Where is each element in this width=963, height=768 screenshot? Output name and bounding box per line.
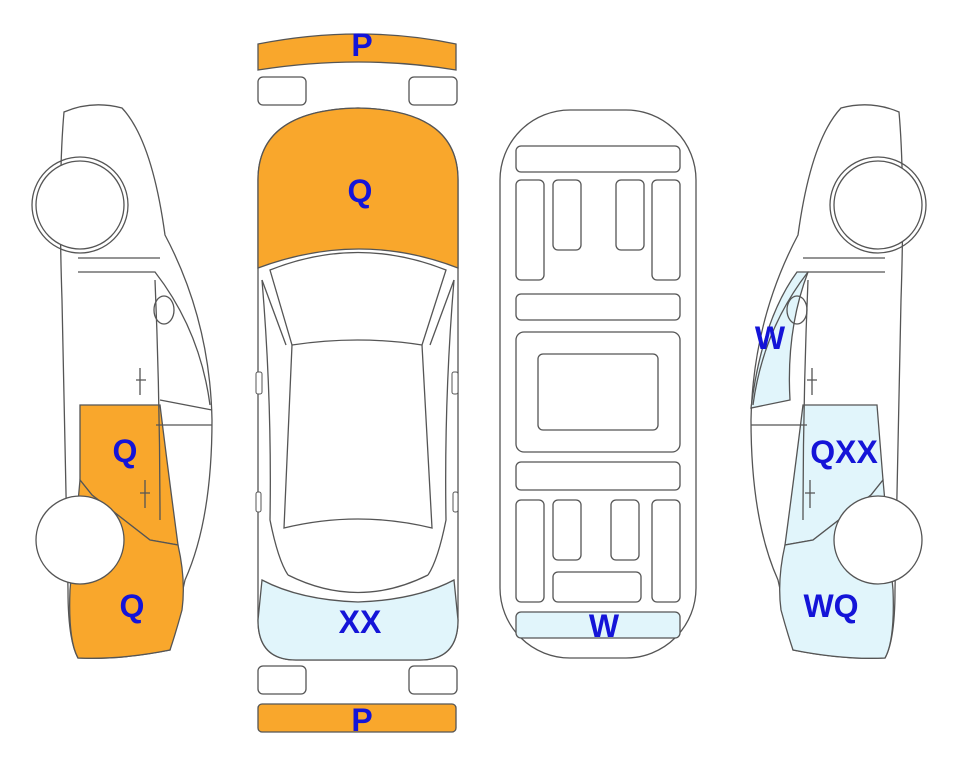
underbody-outline (499, 109, 697, 659)
a-pillar-left (261, 279, 287, 346)
underbody-mid-crossmember (515, 293, 681, 321)
left-rear-wheel-arch (31, 156, 129, 254)
left-side-view: Q Q (31, 104, 213, 659)
underbody-rear-crossmember (515, 461, 681, 491)
underbody-center-panel (537, 353, 659, 431)
underbody-front-crossmember (515, 145, 681, 173)
underbody-front-left-inner (552, 179, 582, 251)
left-mirror-top (255, 371, 263, 395)
right-taillight (408, 665, 458, 695)
front-bumper-code: P (351, 27, 372, 63)
underbody-rear-left-rail (515, 499, 545, 603)
rear-window-panel[interactable] (257, 578, 459, 661)
right-rear-wheel (833, 160, 923, 250)
underbody-center-tunnel-frame (515, 331, 681, 453)
right-front-fender-code: WQ (803, 588, 858, 624)
right-rear-door-handle (807, 368, 817, 395)
left-front-door-handle (140, 480, 150, 508)
hood-code: Q (348, 173, 373, 209)
right-headlight (408, 76, 458, 106)
right-mirror-top (451, 371, 459, 395)
underbody-front-left-rail (515, 179, 545, 281)
hood-panel[interactable] (257, 107, 459, 269)
underbody-view: W (499, 109, 697, 659)
right-front-door-code: QXX (810, 434, 878, 470)
right-rear-wheel-arch (829, 156, 927, 254)
front-bumper-panel[interactable] (257, 33, 457, 71)
left-front-wheel (35, 495, 125, 585)
underbody-rear-left-inner (552, 499, 582, 561)
floor-rear-panel-code: W (589, 608, 620, 644)
rear-deck-line (287, 574, 429, 594)
right-handle-top (452, 491, 459, 513)
right-windshield-pillar-code: W (755, 320, 786, 356)
windshield (269, 251, 447, 346)
left-front-fender-code: Q (120, 588, 145, 624)
right-side-window-line (752, 271, 885, 406)
right-side-view: W QXX WQ (750, 104, 927, 659)
right-front-wheel (833, 495, 923, 585)
rear-window-code: XX (339, 604, 382, 640)
roof-outline (283, 344, 433, 529)
left-handle-top (255, 491, 262, 513)
left-headlight (257, 76, 307, 106)
left-mirror (153, 295, 175, 325)
floor-rear-panel[interactable] (515, 611, 681, 639)
left-side-belt-line (159, 399, 213, 411)
rear-bumper-code: P (351, 702, 372, 738)
underbody-rear-right-inner (610, 499, 640, 561)
left-side-glass (261, 279, 289, 576)
left-front-door-code: Q (113, 433, 138, 469)
left-taillight (257, 665, 307, 695)
rear-bumper-panel[interactable] (257, 703, 457, 733)
right-side-glass (427, 279, 455, 576)
underbody-front-right-inner (615, 179, 645, 251)
right-mirror (786, 295, 808, 325)
underbody-front-right-rail (651, 179, 681, 281)
underbody-spare-well (552, 571, 642, 603)
right-windshield-pillar-panel[interactable] (750, 271, 809, 409)
left-side-pillar (154, 279, 161, 521)
left-rear-wheel (35, 160, 125, 250)
right-front-door-handle (805, 480, 815, 508)
left-rear-door-handle (136, 368, 146, 395)
left-side-window-line (78, 271, 211, 406)
underbody-rear-right-rail (651, 499, 681, 603)
a-pillar-right (429, 279, 455, 346)
top-view: P Q XX P (255, 27, 459, 738)
